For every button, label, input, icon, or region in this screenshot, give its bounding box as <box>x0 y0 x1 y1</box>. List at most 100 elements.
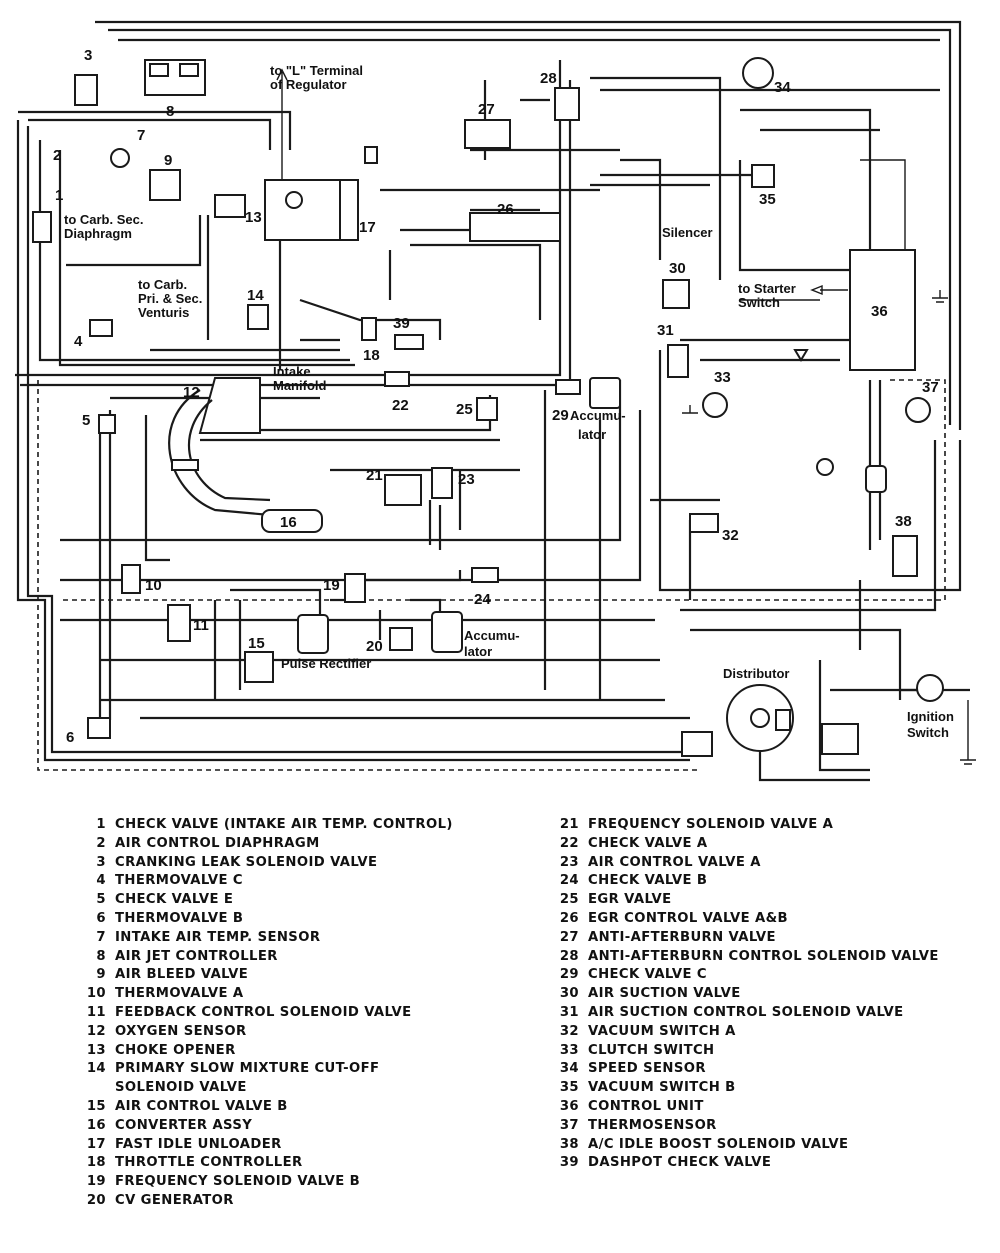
vacuum-hose-diagram: 3 2 1 4 5 6 7 8 9 10 11 12 13 14 15 16 1… <box>15 20 976 782</box>
callout-12: 12 <box>183 384 200 401</box>
legend-item-text: SPEED SENSOR <box>588 1061 706 1077</box>
legend-item-number: 21 <box>559 817 579 832</box>
label-starter-2: Switch <box>738 295 780 310</box>
legend-item-text: CHECK VALVE A <box>588 835 708 851</box>
legend-item-text: FEEDBACK CONTROL SOLENOID VALVE <box>115 1004 412 1020</box>
legend-item-text: AIR BLEED VALVE <box>115 967 249 983</box>
legend-item-text: PRIMARY SLOW MIXTURE CUT-OFF <box>115 1061 380 1077</box>
legend-item: 7 INTAKE AIR TEMP. SENSOR <box>80 929 520 948</box>
callout-5: 5 <box>82 412 90 429</box>
label-silencer: Silencer <box>662 225 713 240</box>
callout-3: 3 <box>84 47 92 64</box>
legend-item-number: 17 <box>86 1136 106 1152</box>
label-l-terminal-2: of Regulator <box>270 77 347 92</box>
callout-21: 21 <box>366 467 383 484</box>
label-starter-1: to Starter <box>738 281 796 296</box>
legend-item-number: 4 <box>96 873 106 889</box>
callout-32: 32 <box>722 527 739 544</box>
legend-item: 37 THERMOSENSOR <box>553 1117 993 1136</box>
legend-item-number: 15 <box>86 1098 106 1114</box>
callout-11: 11 <box>193 617 209 634</box>
callout-37: 37 <box>922 379 939 396</box>
callout-20: 20 <box>366 638 383 655</box>
legend-item-text: CRANKING LEAK SOLENOID VALVE <box>115 854 378 870</box>
legend-item-text: CV GENERATOR <box>115 1192 234 1208</box>
legend-item-number: 3 <box>96 854 106 870</box>
label-intake-2: Manifold <box>273 378 326 393</box>
label-ignition-2: Switch <box>907 725 949 740</box>
legend-item-text: CHECK VALVE (INTAKE AIR TEMP. CONTROL) <box>115 817 453 832</box>
legend-item-text: CONVERTER ASSY <box>115 1117 253 1133</box>
label-carb-pri-1: to Carb. <box>138 277 187 292</box>
label-carb-sec-1: to Carb. Sec. <box>64 212 143 227</box>
legend-item-number: 32 <box>559 1023 579 1039</box>
legend-item-number: 25 <box>559 892 579 908</box>
callout-16: 16 <box>280 514 297 531</box>
legend-item-number: 2 <box>96 835 106 851</box>
legend-item-text: INTAKE AIR TEMP. SENSOR <box>115 929 321 945</box>
legend-item-number: 23 <box>559 854 579 870</box>
legend-item-number: 37 <box>559 1117 579 1133</box>
legend-item-text: THERMOSENSOR <box>588 1117 717 1133</box>
legend-item-text: AIR CONTROL DIAPHRAGM <box>115 835 320 851</box>
control-unit-box <box>849 249 916 371</box>
callout-25: 25 <box>456 401 473 418</box>
legend-item-number: 13 <box>86 1042 106 1058</box>
legend-item: 12 OXYGEN SENSOR <box>80 1023 520 1042</box>
label-carb-pri-3: Venturis <box>138 305 189 320</box>
label-ignition-1: Ignition <box>907 709 954 724</box>
label-intake-1: Intake <box>273 364 311 379</box>
label-pulse-rectifier: Pulse Rectifier <box>281 656 371 671</box>
callout-27: 27 <box>478 101 495 118</box>
legend-item-number: 8 <box>96 948 106 964</box>
callout-4: 4 <box>74 333 83 350</box>
legend-item-text: OXYGEN SENSOR <box>115 1023 247 1039</box>
legend-item-number: 31 <box>559 1004 579 1020</box>
callout-19: 19 <box>323 577 340 594</box>
callout-10: 10 <box>145 577 162 594</box>
legend-item-text: FREQUENCY SOLENOID VALVE B <box>115 1174 361 1190</box>
label-distributor: Distributor <box>723 666 789 681</box>
callout-39: 39 <box>393 315 410 332</box>
diagram-labels: to "L" Terminal of Regulator to Carb. Se… <box>64 63 954 740</box>
callout-34: 34 <box>774 79 791 96</box>
legend-item-text: AIR SUCTION CONTROL SOLENOID VALVE <box>588 1004 904 1020</box>
callout-33: 33 <box>714 369 731 386</box>
legend-item-number: 7 <box>96 929 106 945</box>
legend-item: 6 THERMOVALVE B <box>80 910 520 929</box>
callout-1: 1 <box>55 187 63 204</box>
legend-item-text: AIR JET CONTROLLER <box>115 948 278 964</box>
legend-item: 3 CRANKING LEAK SOLENOID VALVE <box>80 854 520 873</box>
legend-item-text: THERMOVALVE B <box>115 910 244 926</box>
callout-23: 23 <box>458 471 475 488</box>
legend-item-text: AIR SUCTION VALVE <box>588 986 741 1002</box>
legend-item: 2 AIR CONTROL DIAPHRAGM <box>80 835 520 854</box>
legend-item-text: THERMOVALVE C <box>115 873 243 889</box>
legend-item-text: EGR CONTROL VALVE A&B <box>588 910 788 926</box>
legend-item-number: 14 <box>86 1061 106 1077</box>
callout-31: 31 <box>657 322 674 339</box>
legend-item-number: 20 <box>86 1192 106 1208</box>
legend-item-number: 33 <box>559 1042 579 1058</box>
legend-item-number: 38 <box>559 1136 579 1152</box>
label-l-terminal-1: to "L" Terminal <box>270 63 363 78</box>
label-carb-pri-2: Pri. & Sec. <box>138 291 202 306</box>
legend-item-number: 12 <box>86 1023 106 1039</box>
legend-item-number: 6 <box>96 910 106 926</box>
